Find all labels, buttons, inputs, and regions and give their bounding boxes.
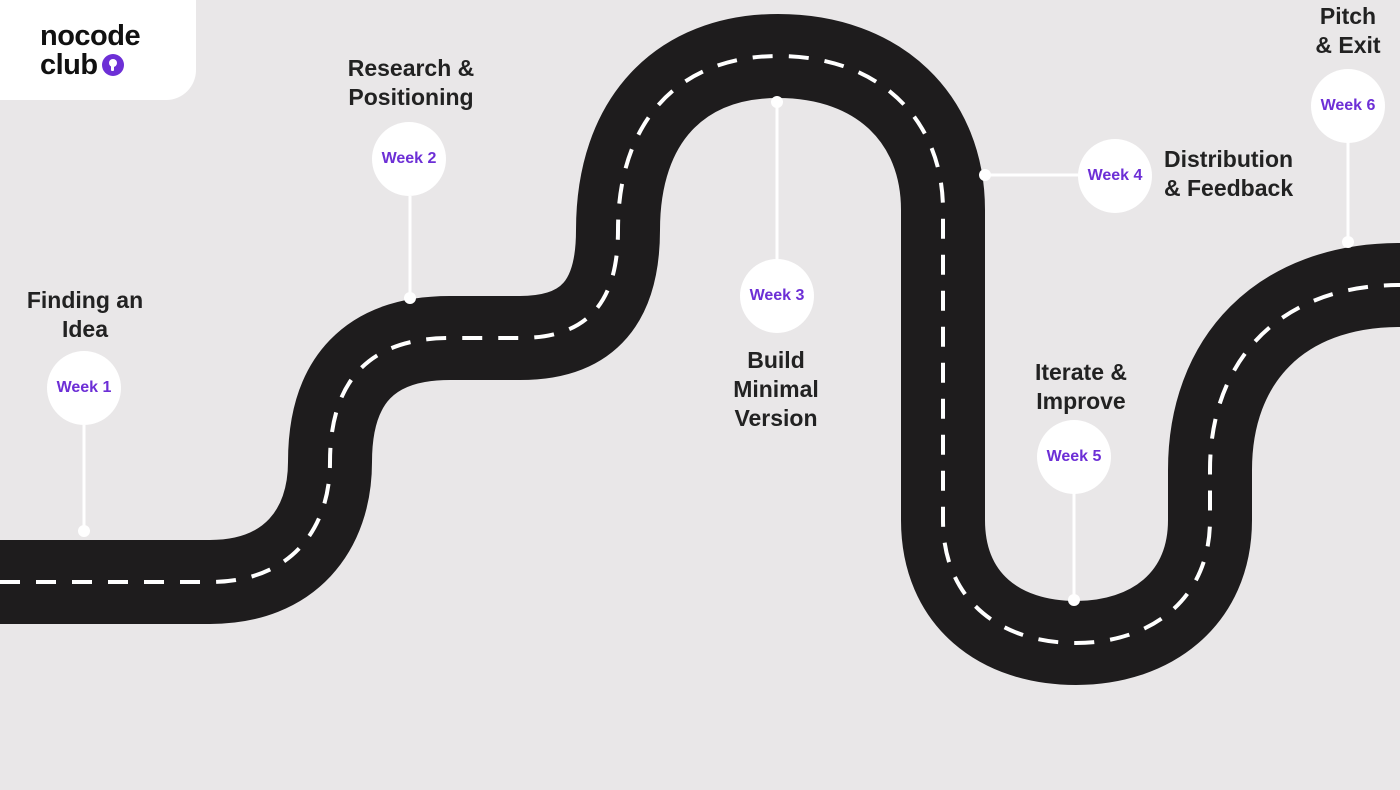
- connector-week-6: [1342, 142, 1354, 248]
- milestone-5-label: Iterate & Improve: [1034, 359, 1128, 414]
- milestone-3-week-badge: Week 3: [740, 259, 814, 333]
- connector-week-5: [1068, 493, 1080, 606]
- milestone-4-label: Distribution & Feedback: [1164, 146, 1294, 201]
- logo-text-line2: club: [40, 51, 124, 80]
- milestone-6-label: Pitch & Exit: [1315, 3, 1381, 58]
- milestone-6-week-badge: Week 6: [1311, 69, 1385, 143]
- milestone-3-label: Build Minimal Version: [733, 347, 819, 431]
- milestone-2-week-badge: Week 2: [372, 122, 446, 196]
- milestone-1-label: Finding an Idea: [26, 287, 144, 342]
- logo-text-line2-word: club: [40, 49, 98, 81]
- milestone-1-week-badge: Week 1: [47, 351, 121, 425]
- nocode-club-logo: nocode club: [0, 0, 196, 100]
- connector-week-3: [771, 96, 783, 259]
- milestone-4-week-badge: Week 4: [1078, 139, 1152, 213]
- connector-week-2: [404, 196, 416, 304]
- milestone-2-label: Research & Positioning: [347, 55, 475, 110]
- logo-text-line1: nocode: [40, 20, 141, 52]
- road-lane-marking: [0, 53, 1400, 646]
- connector-week-4: [979, 169, 1078, 181]
- connector-week-1: [78, 425, 90, 537]
- keyhole-icon: [101, 54, 124, 76]
- milestone-5-week-badge: Week 5: [1037, 420, 1111, 494]
